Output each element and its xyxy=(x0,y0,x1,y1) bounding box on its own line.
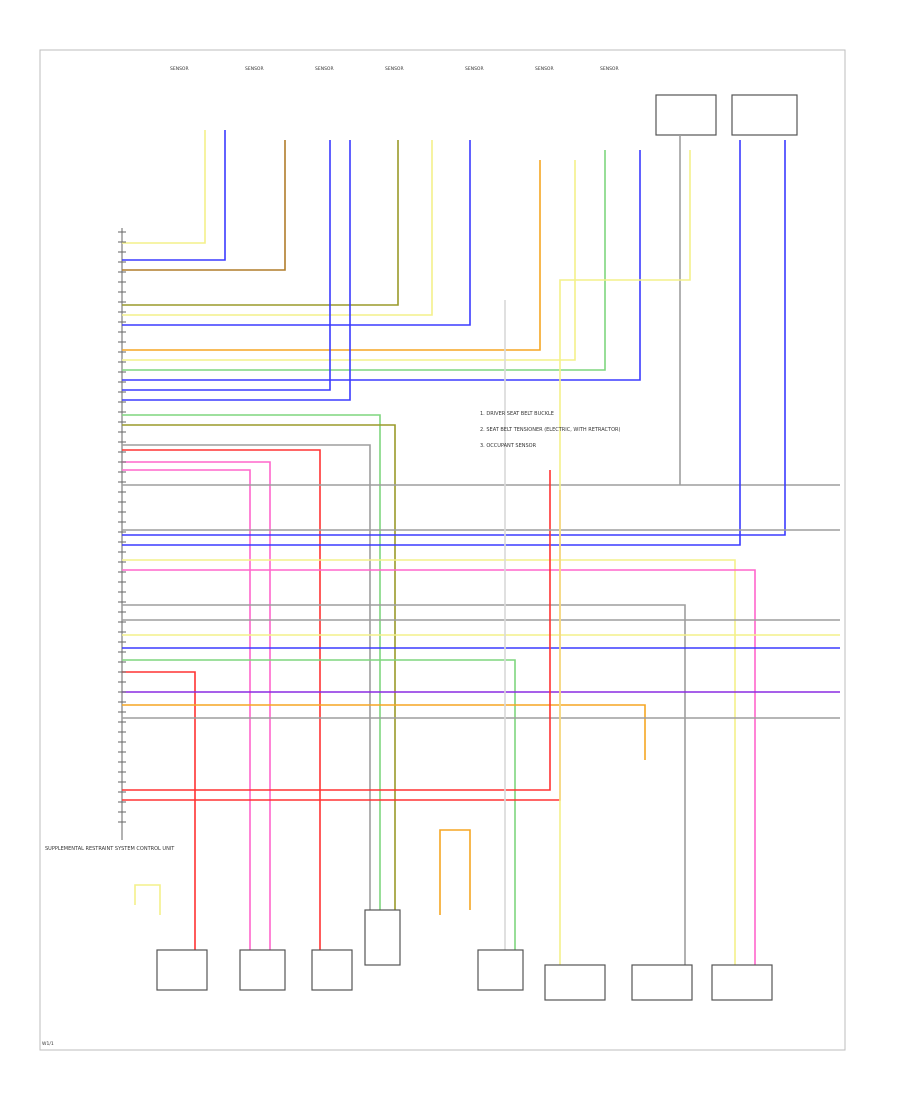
top-component-label-4: SENSOR xyxy=(385,66,404,72)
bottom-module-5 xyxy=(477,949,524,991)
legend-item-1: 1. DRIVER SEAT BELT BUCKLE xyxy=(480,411,554,417)
wire-7 xyxy=(122,160,541,351)
bottom-module-8 xyxy=(711,964,773,1001)
top-module-8 xyxy=(655,94,717,136)
bottom-module-7 xyxy=(631,964,693,1001)
top-component-label-7: SENSOR xyxy=(600,66,619,72)
page-code: W1/1 xyxy=(42,1041,54,1047)
wire-group xyxy=(118,130,840,965)
top-component-label-1: SENSOR xyxy=(170,66,189,72)
wire-12 xyxy=(122,140,351,401)
wire-34 xyxy=(122,490,561,801)
wire-14 xyxy=(122,424,396,910)
wire-4 xyxy=(122,140,399,306)
wire-31 xyxy=(122,704,646,760)
wire-11 xyxy=(122,140,331,391)
wire-20 xyxy=(122,140,786,536)
wire-37 xyxy=(439,829,471,915)
wire-16 xyxy=(122,461,271,955)
bottom-module-4 xyxy=(364,909,401,966)
wire-18 xyxy=(122,449,321,955)
top-component-label-3: SENSOR xyxy=(315,66,334,72)
control-unit-label: SUPPLEMENTAL RESTRAINT SYSTEM CONTROL UN… xyxy=(45,846,175,852)
bottom-components xyxy=(156,909,773,1001)
wire-6 xyxy=(122,140,471,326)
wire-24 xyxy=(122,604,686,965)
wire-29 xyxy=(122,671,196,955)
wire-3 xyxy=(122,140,286,271)
wire-13 xyxy=(122,414,381,910)
wire-36 xyxy=(134,884,161,915)
wire-15 xyxy=(122,444,371,910)
top-component-label-2: SENSOR xyxy=(245,66,264,72)
wire-1 xyxy=(122,130,206,244)
legend: 1. DRIVER SEAT BELT BUCKLE 2. SEAT BELT … xyxy=(480,411,620,449)
wire-28 xyxy=(122,659,516,955)
wire-21 xyxy=(122,140,741,546)
wire-17 xyxy=(122,469,251,955)
wire-22 xyxy=(122,559,736,965)
top-component-label-5: SENSOR xyxy=(465,66,484,72)
wire-10 xyxy=(122,150,641,381)
wire-23 xyxy=(122,569,756,965)
wire-5 xyxy=(122,140,433,316)
wire-39 xyxy=(559,150,691,965)
top-module-9 xyxy=(731,94,798,136)
bottom-module-1 xyxy=(156,949,208,991)
wire-33 xyxy=(122,470,551,791)
bottom-module-6 xyxy=(544,964,606,1001)
diagram-frame xyxy=(39,49,846,1051)
legend-item-3: 3. OCCUPANT SENSOR xyxy=(480,443,537,449)
wire-8 xyxy=(122,160,576,361)
top-components: SENSOR SENSOR SENSOR SENSOR SENSOR SENSO… xyxy=(170,66,798,136)
top-component-label-6: SENSOR xyxy=(535,66,554,72)
bottom-module-3 xyxy=(311,949,353,991)
wire-9 xyxy=(122,150,606,371)
wire-2 xyxy=(122,130,226,261)
bottom-module-2 xyxy=(239,949,286,991)
legend-item-2: 2. SEAT BELT TENSIONER (ELECTRIC, WITH R… xyxy=(480,427,620,433)
